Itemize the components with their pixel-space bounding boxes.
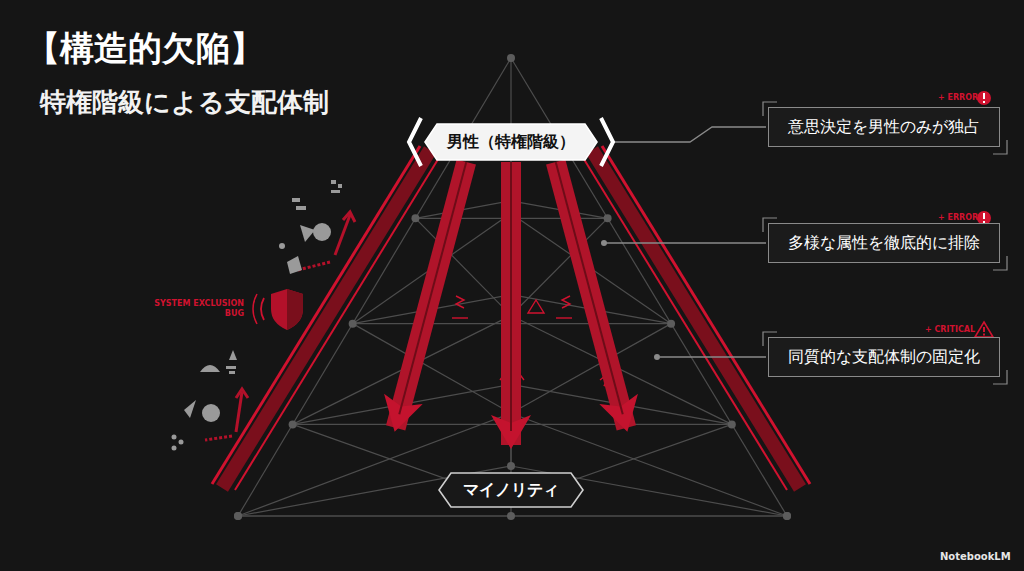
arrow-core-line [399,162,466,414]
error-callout-box: 多様な属性を徹底的に排除 [768,223,1000,263]
grid-vertex [604,214,612,222]
error-callout-box: 意思決定を男性のみが独占 [768,107,1000,147]
grid-vertex [349,320,357,328]
grid-vertex [411,214,419,222]
grid-vertex [783,512,791,520]
grid-vertex [507,462,515,470]
leader-lines [604,127,766,357]
node-text: 男性（特権階級） [447,132,575,153]
downward-pressure-arrow [501,162,521,445]
pyramid-grid [234,54,791,520]
grid-line [511,324,671,414]
status-tag: SYSTEM EXCLUSION BUG [150,299,244,319]
downward-pressure-arrow [556,162,627,428]
arrow-core-line [510,162,512,431]
node-text: 意思決定を男性のみが独占 [788,117,980,138]
grid-vertex [667,320,675,328]
arrow-core-line [556,162,623,414]
node-text: 多様な属性を徹底的に排除 [788,233,980,254]
minority-banner: マイノリティ [439,473,583,507]
privileged-class-banner: 男性（特権階級） [425,124,597,160]
node-text: 同質的な支配体制の固定化 [788,347,980,368]
bracket-chevron [409,118,421,166]
status-tag: + ERROR [938,213,978,223]
node-shape [439,473,583,507]
grid-vertex [507,54,515,62]
node-text: マイノリティ [463,480,559,501]
status-tag: + ERROR [938,93,978,103]
shield-icon [253,289,303,330]
grid-vertex [234,512,242,520]
critical-callout-box: 同質的な支配体制の固定化 [768,337,1000,377]
ejected-fragments [172,180,356,451]
grid-vertex [234,512,242,520]
node-shape [425,124,597,160]
downward-pressure-arrow [396,162,467,428]
grid-vertex [728,420,736,428]
status-tag: + CRITICAL [925,325,975,335]
grid-vertex [289,420,297,428]
grid-vertex [507,512,515,520]
watermark: NotebookLM [940,551,1011,564]
subtitle: 特権階級による支配体制 [40,86,329,119]
title: 【構造的欠陥】 [26,26,264,72]
grid-line [353,324,511,414]
red-side-bands [212,146,810,490]
bracket-chevron [601,118,613,166]
grid-vertex [783,512,791,520]
